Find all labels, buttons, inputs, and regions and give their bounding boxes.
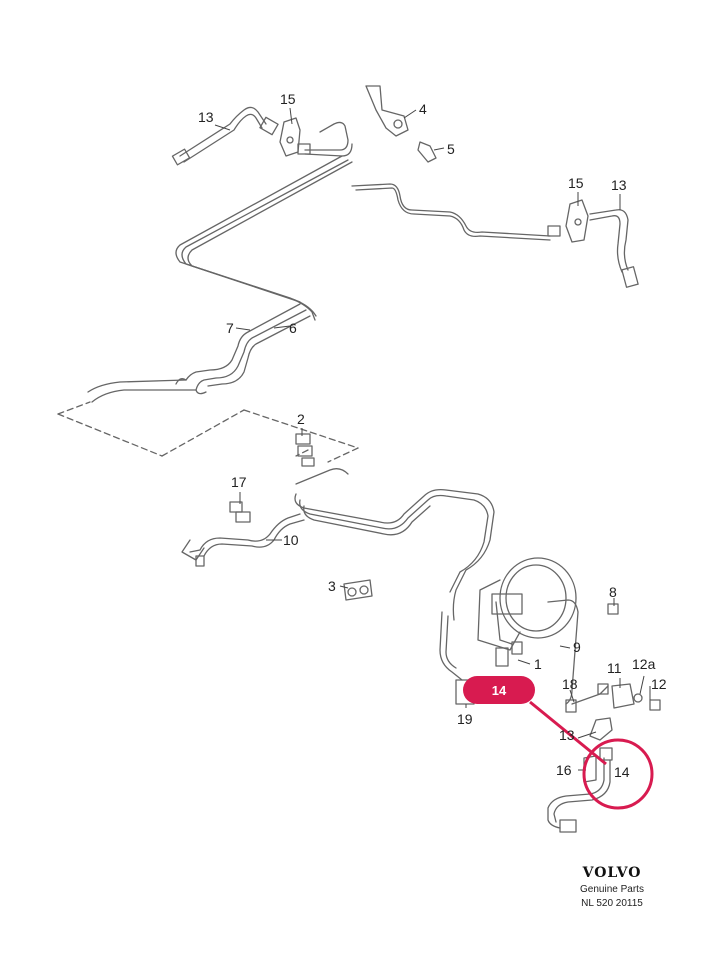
callout-18: 18 (562, 676, 578, 692)
callout-11: 11 (607, 660, 622, 676)
callout-3: 3 (328, 578, 336, 594)
highlight-pointer (529, 700, 654, 810)
callout-16: 16 (556, 762, 572, 778)
bolt-8 (607, 603, 619, 615)
bracket-15-left (279, 117, 311, 157)
callout-15-upper-left: 15 (280, 91, 296, 107)
callout-17: 17 (231, 474, 247, 490)
bracket-15-right (547, 199, 589, 243)
bracket-4 (365, 85, 437, 163)
leader-lines (214, 107, 651, 771)
bracket-11-12a-12 (565, 683, 661, 713)
callout-12: 12 (651, 676, 667, 692)
brand-subtitle: Genuine Parts (580, 884, 644, 895)
callout-13-upper-left: 13 (198, 109, 214, 125)
callout-8: 8 (609, 584, 617, 600)
callout-6: 6 (289, 320, 297, 336)
clamp-3 (343, 579, 373, 601)
clamp-17 (229, 501, 251, 523)
callout-7: 7 (226, 320, 234, 336)
callout-9: 9 (573, 639, 581, 655)
hose-13-upper-left (171, 106, 279, 166)
callout-13-lower: 13 (559, 727, 575, 743)
dashed-reference-outline (57, 401, 359, 463)
callout-4: 4 (419, 101, 427, 117)
lower-brake-pipes (181, 468, 495, 621)
diagram-code: NL 520 20115 (581, 898, 643, 909)
brand-logo: VOLVO (582, 865, 642, 881)
callout-13-upper-right: 13 (611, 177, 627, 193)
callout-15-upper-right: 15 (568, 175, 584, 191)
callout-2: 2 (297, 411, 305, 427)
brand-block: VOLVO Genuine Parts NL 520 20115 (572, 865, 652, 909)
clamp-2 (295, 433, 315, 467)
highlighted-part-badge[interactable]: 14 (463, 676, 535, 704)
callout-10: 10 (283, 532, 299, 548)
callout-5: 5 (447, 141, 455, 157)
callout-14: 14 (614, 764, 630, 780)
hose-lower (547, 747, 613, 833)
brake-booster-master-cylinder (439, 557, 579, 705)
bracket-13-lower (589, 717, 613, 741)
hose-13-upper-right (589, 209, 639, 288)
callout-19: 19 (457, 711, 473, 727)
callout-12a: 12a (632, 656, 656, 672)
callout-1: 1 (534, 656, 542, 672)
upper-brake-pipes (87, 121, 551, 403)
